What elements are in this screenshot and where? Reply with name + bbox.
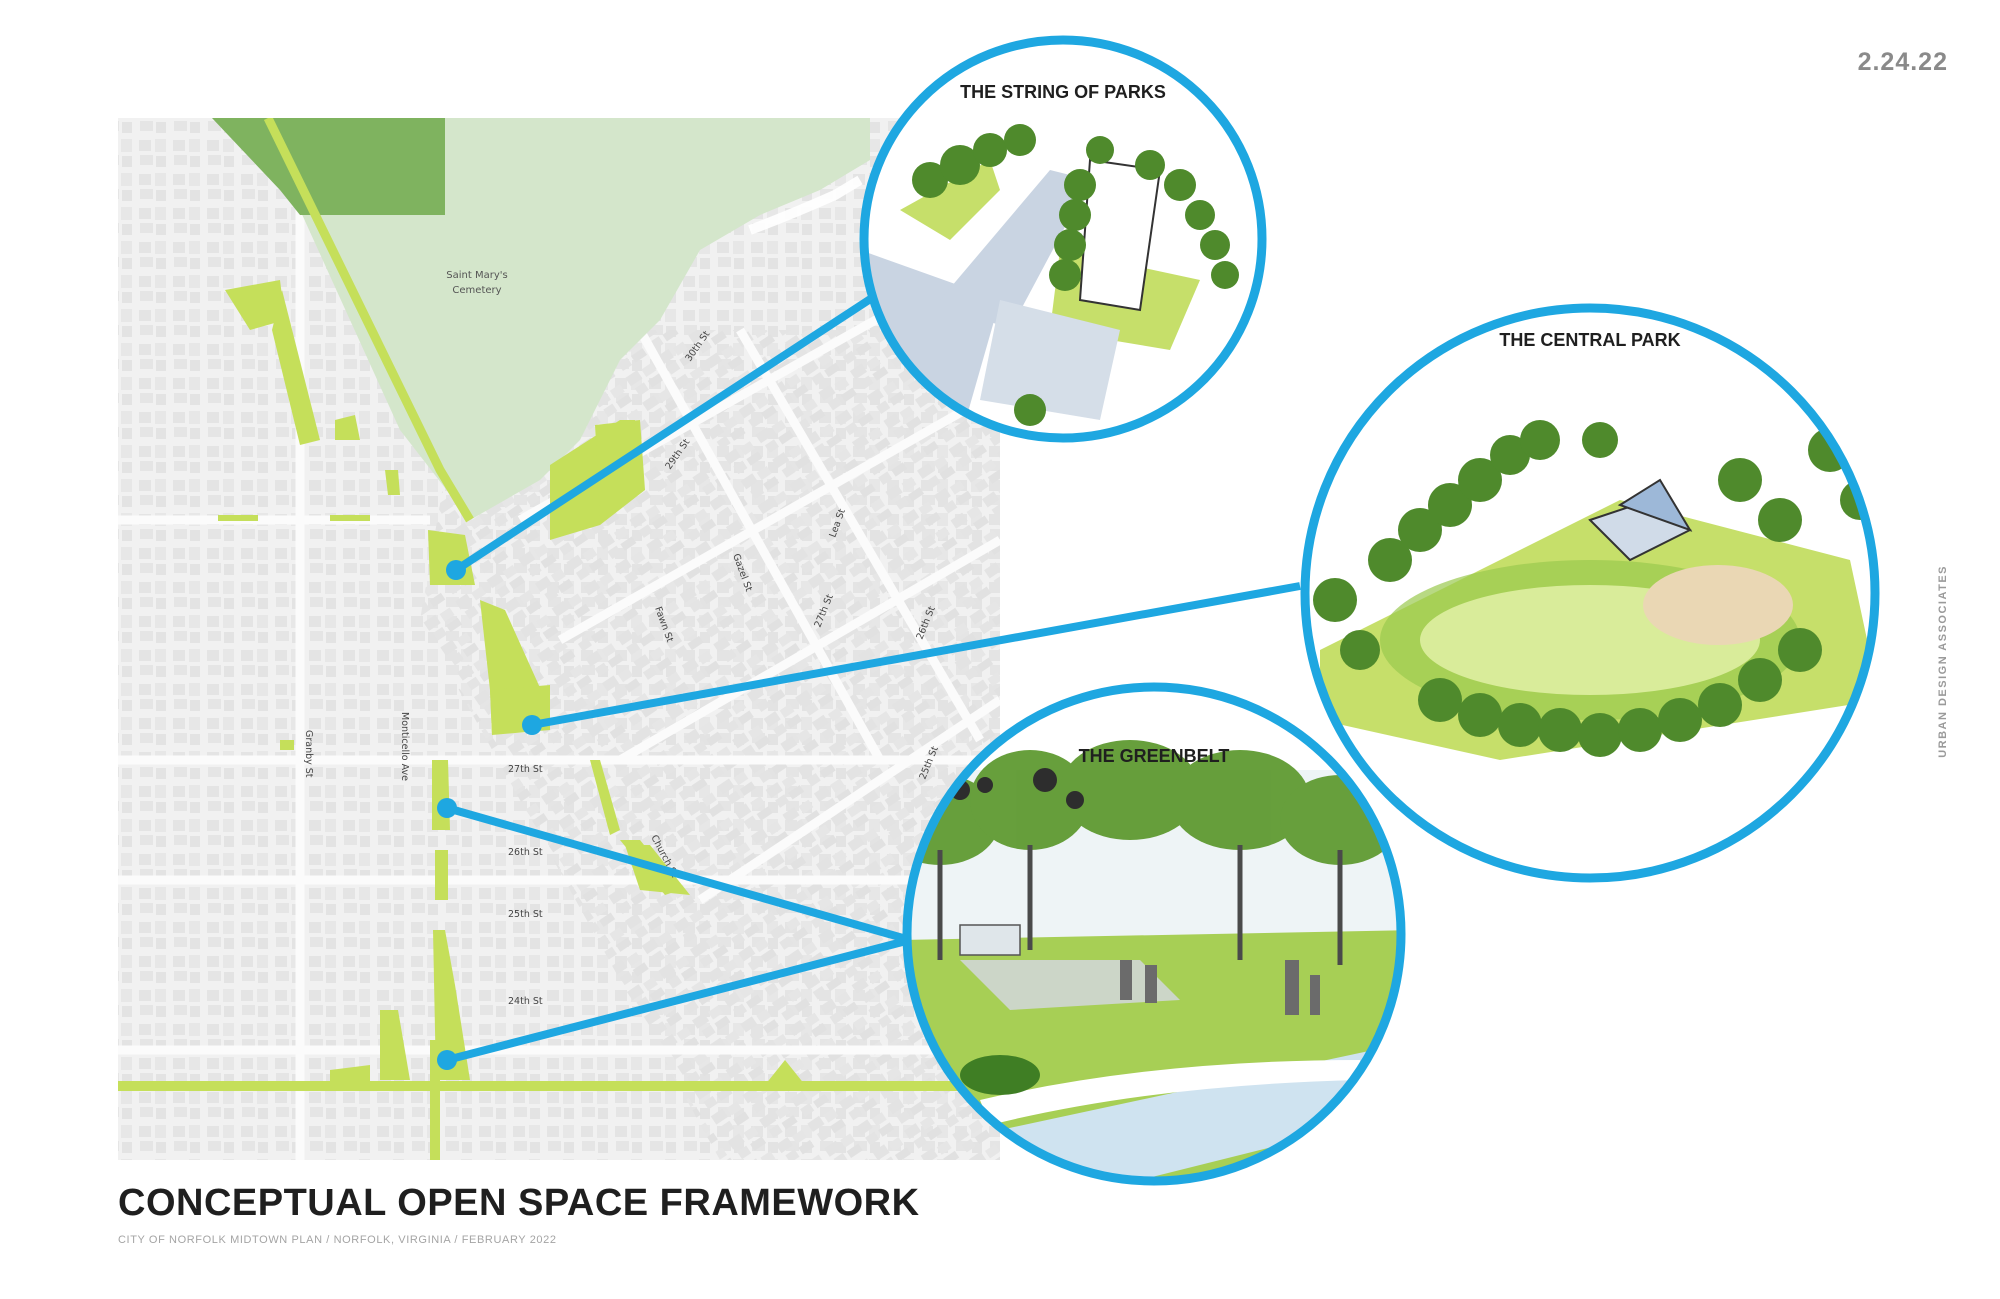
vignette-greenbelt: [902, 682, 1406, 1186]
sheet-date: 2.24.22: [1857, 48, 1948, 76]
connector-greenbelt-south: [445, 936, 912, 1064]
connector-greenbelt-north: [445, 804, 912, 944]
street-label: 24th St: [508, 996, 543, 1007]
rail-corridor-green: [263, 118, 474, 523]
callout-markers: [437, 560, 542, 1070]
sheet-title: CONCEPTUAL OPEN SPACE FRAMEWORK: [118, 1182, 920, 1224]
tree-canopy: [912, 124, 1239, 426]
tree-canopy: [907, 740, 1400, 865]
cemetery-label-line2: Cemetery: [452, 285, 501, 296]
callout-connectors: [445, 290, 1301, 1064]
monticello-green-strip: [430, 1040, 440, 1160]
people-figures: [1120, 960, 1320, 1015]
street-label: 26th St: [508, 847, 543, 858]
cemetery-label-line1: Saint Mary's: [446, 270, 507, 281]
central-park-sketch: [1313, 420, 1875, 760]
tree-trunks: [937, 845, 1343, 965]
vignette-title-central-park: THE CENTRAL PARK: [1499, 330, 1680, 350]
cemetery-area: [212, 118, 870, 520]
connector-central-park: [531, 582, 1301, 729]
vignette-title-string-of-parks: THE STRING OF PARKS: [960, 82, 1166, 102]
street-label: Monticello Ave: [399, 712, 410, 781]
marker-central-park: [522, 715, 542, 735]
side-credit-text: URBAN DESIGN ASSOCIATES: [1937, 565, 1949, 758]
connector-string-of-parks: [453, 290, 881, 574]
street-label: 27th St: [508, 764, 543, 775]
string-of-parks-sketch: [864, 124, 1239, 438]
marker-greenbelt-south: [437, 1050, 457, 1070]
sheet-subtitle: CITY OF NORFOLK MIDTOWN PLAN / NORFOLK, …: [118, 1234, 557, 1246]
vignette-title-greenbelt: THE GREENBELT: [1079, 746, 1230, 766]
greenbelt-sketch: [907, 740, 1401, 1181]
marker-greenbelt-north: [437, 798, 457, 818]
cemetery-wooded-area: [212, 118, 445, 215]
greenbelt-corridor: [118, 1081, 1000, 1091]
street-label: Granby St: [303, 730, 314, 778]
street-label: 25th St: [508, 909, 543, 920]
tree-canopy: [1313, 420, 1875, 757]
vignette-string-of-parks: [859, 35, 1267, 443]
side-credit: URBAN DESIGN ASSOCIATES: [1937, 565, 1957, 765]
marker-string-of-parks: [446, 560, 466, 580]
creek-line: [748, 175, 863, 235]
vignette-central-park: [1300, 303, 1880, 883]
